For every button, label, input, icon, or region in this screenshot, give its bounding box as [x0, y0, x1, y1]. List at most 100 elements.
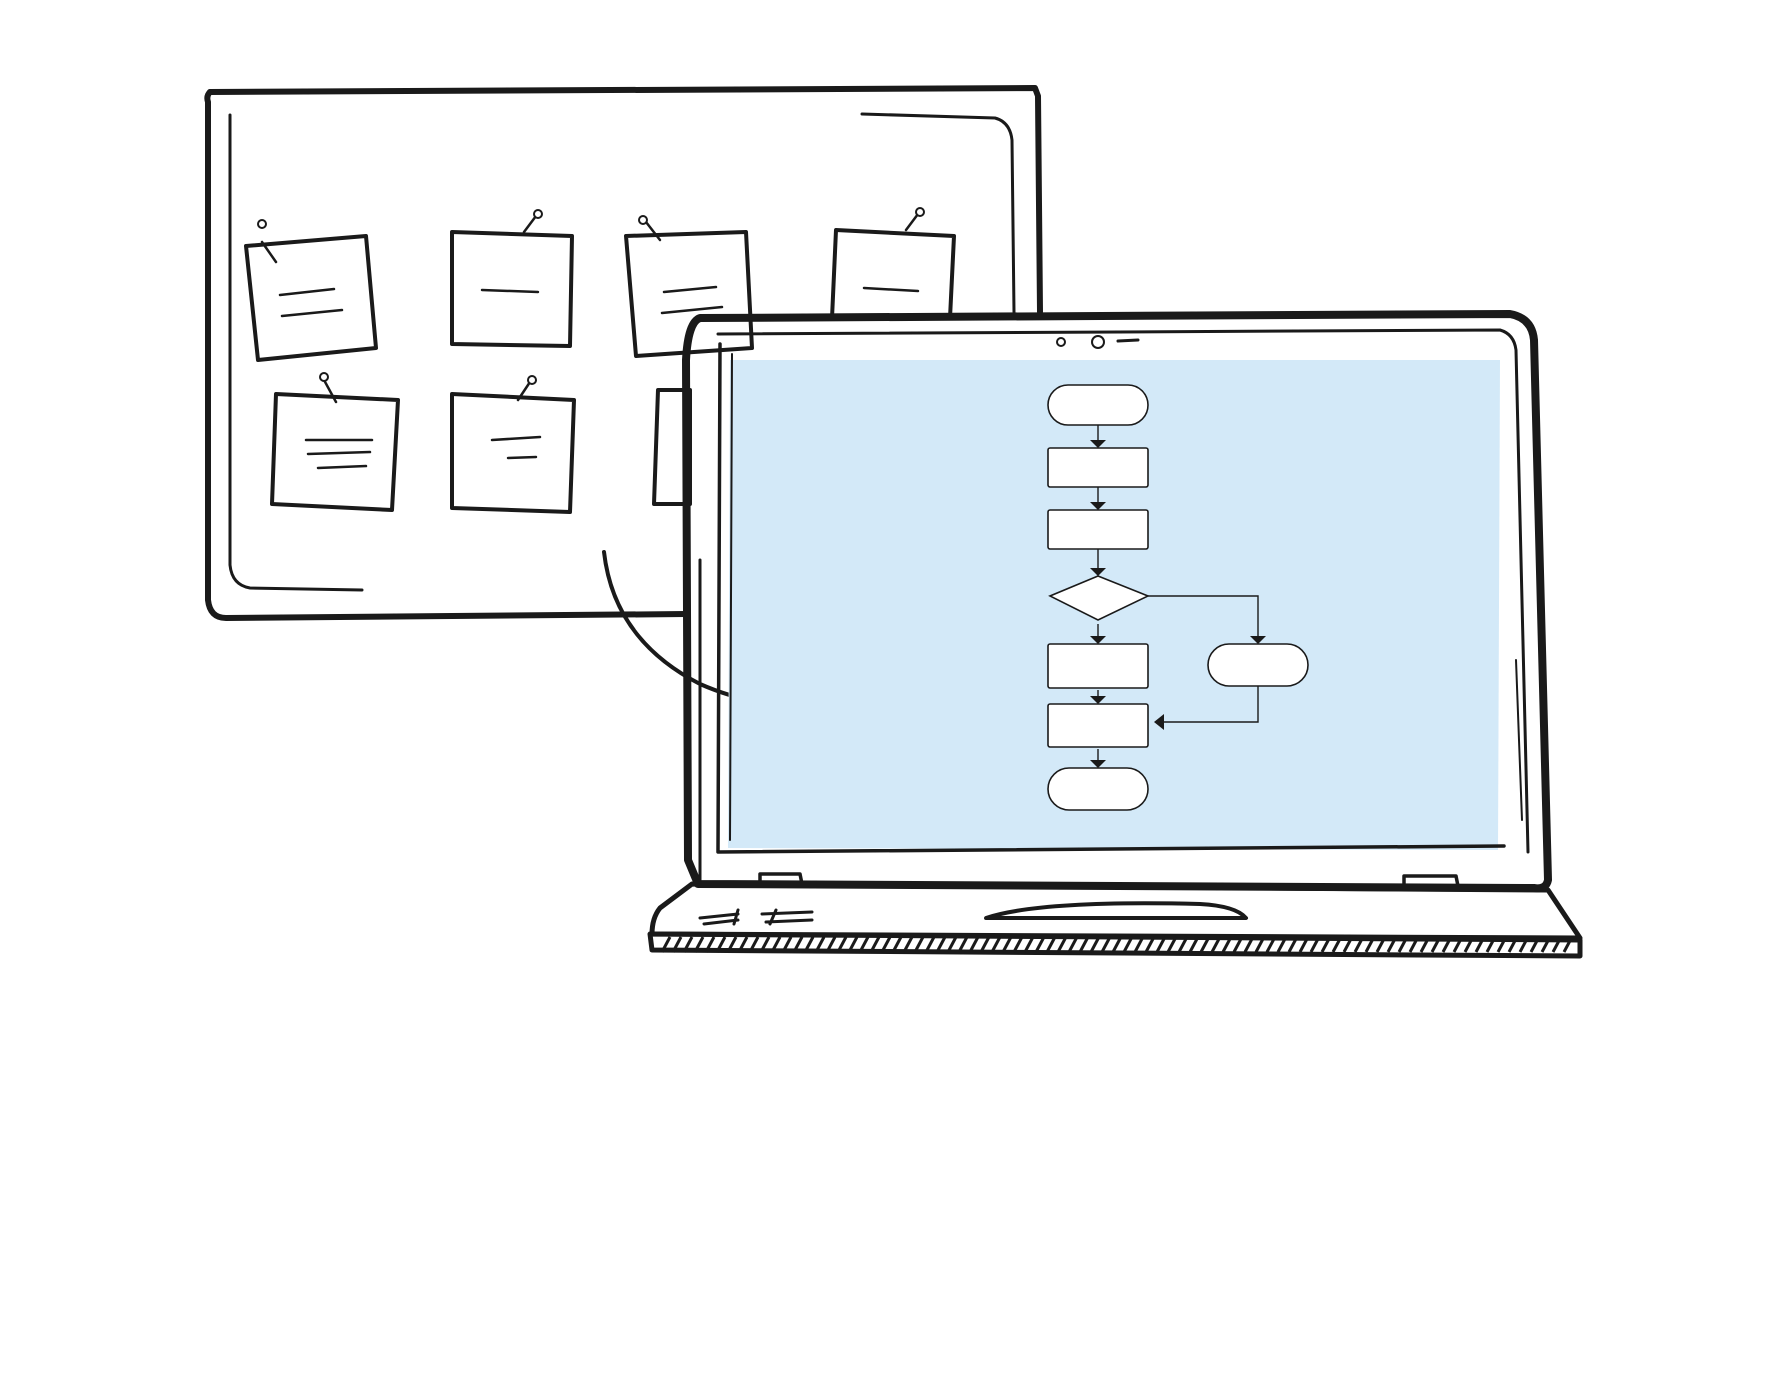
- hatch-stroke: [781, 936, 793, 953]
- hatch-stroke: [1386, 936, 1398, 953]
- hatch-stroke: [1441, 936, 1453, 953]
- hatch-stroke: [1243, 936, 1255, 953]
- hatch-stroke: [1507, 936, 1519, 953]
- hatch-stroke: [671, 936, 683, 953]
- flowchart-decision: [1048, 575, 1150, 621]
- hatch-stroke: [1122, 936, 1134, 953]
- hatch-stroke: [836, 936, 848, 953]
- hatch-stroke: [979, 936, 991, 953]
- hatch-stroke: [1210, 936, 1222, 953]
- hatch-stroke: [957, 936, 969, 953]
- hatch-stroke: [1320, 936, 1332, 953]
- hatch-stroke: [1331, 936, 1343, 953]
- flowchart-end: [1047, 767, 1149, 811]
- hatch-stroke: [1188, 936, 1200, 953]
- sticky-note: [244, 219, 378, 362]
- hatch-stroke: [990, 936, 1002, 953]
- hatch-stroke: [726, 936, 738, 953]
- hatch-stroke: [682, 936, 694, 953]
- hatch-stroke: [1287, 936, 1299, 953]
- hatch-stroke: [825, 936, 837, 953]
- hatch-stroke: [814, 936, 826, 953]
- hatch-stroke: [935, 936, 947, 953]
- hatch-stroke: [748, 936, 760, 953]
- corkboard: [204, 85, 1043, 621]
- hatch-stroke: [715, 936, 727, 953]
- hatch-stroke: [1254, 936, 1266, 953]
- hatch-stroke: [693, 936, 705, 953]
- hatch-stroke: [891, 936, 903, 953]
- hatch-stroke: [1056, 936, 1068, 953]
- hatch-stroke: [1496, 936, 1508, 953]
- hatch-stroke: [737, 936, 749, 953]
- hatch-stroke: [1551, 936, 1563, 953]
- hatch-stroke: [660, 936, 672, 953]
- hatch-stroke: [1540, 936, 1552, 953]
- hatch-stroke: [1177, 936, 1189, 953]
- hatch-stroke: [946, 936, 958, 953]
- sticky-note: [830, 207, 956, 320]
- hatch-stroke: [1430, 936, 1442, 953]
- hatch-stroke: [1111, 936, 1123, 953]
- hatch-stroke: [858, 936, 870, 953]
- sticky-note: [450, 209, 574, 348]
- flowchart-start: [1047, 384, 1149, 426]
- hatch-stroke: [1133, 936, 1145, 953]
- hatch-stroke: [902, 936, 914, 953]
- flowchart: [1047, 384, 1309, 811]
- flowchart-process: [1047, 509, 1149, 550]
- hatch-stroke: [1397, 936, 1409, 953]
- hatch-stroke: [1485, 936, 1497, 953]
- hatch-stroke: [847, 936, 859, 953]
- hatch-stroke: [1353, 936, 1365, 953]
- hatch-stroke: [1100, 936, 1112, 953]
- sticky-note: [624, 215, 754, 358]
- hatch-stroke: [1155, 936, 1167, 953]
- flowchart-process: [1047, 447, 1149, 488]
- hatch-stroke: [1265, 936, 1277, 953]
- keyboard-hinge-hatching: [660, 936, 1574, 953]
- sticky-note: [450, 375, 576, 514]
- hatch-stroke: [1023, 936, 1035, 953]
- flowchart-process: [1047, 703, 1149, 748]
- hatch-stroke: [913, 936, 925, 953]
- hatch-stroke: [803, 936, 815, 953]
- sticky-note: [270, 372, 400, 512]
- hatch-stroke: [792, 936, 804, 953]
- hatch-stroke: [1144, 936, 1156, 953]
- hatch-stroke: [1045, 936, 1057, 953]
- hatch-stroke: [1067, 936, 1079, 953]
- flowchart-process: [1047, 643, 1149, 689]
- webcam: [1056, 337, 1066, 347]
- hatch-stroke: [1518, 936, 1530, 953]
- hatch-stroke: [704, 936, 716, 953]
- hatch-stroke: [759, 936, 771, 953]
- hatch-stroke: [1232, 936, 1244, 953]
- hatch-stroke: [968, 936, 980, 953]
- hatch-stroke: [1034, 936, 1046, 953]
- hatch-stroke: [1298, 936, 1310, 953]
- hatch-stroke: [1375, 936, 1387, 953]
- hatch-stroke: [1562, 936, 1574, 953]
- hatch-stroke: [880, 936, 892, 953]
- hatch-stroke: [1342, 936, 1354, 953]
- hatch-stroke: [1309, 936, 1321, 953]
- hatch-stroke: [1166, 936, 1178, 953]
- hatch-stroke: [1199, 936, 1211, 953]
- hatch-stroke: [1001, 936, 1013, 953]
- hatch-stroke: [1408, 936, 1420, 953]
- hatch-stroke: [1463, 936, 1475, 953]
- hatch-stroke: [924, 936, 936, 953]
- hatch-stroke: [1078, 936, 1090, 953]
- hatch-stroke: [1089, 936, 1101, 953]
- flowchart-branch-terminator: [1207, 643, 1309, 687]
- hatch-stroke: [1419, 936, 1431, 953]
- hatch-stroke: [1452, 936, 1464, 953]
- hatch-stroke: [1276, 936, 1288, 953]
- hatch-stroke: [1221, 936, 1233, 953]
- hatch-stroke: [1529, 936, 1541, 953]
- hatch-stroke: [1012, 936, 1024, 953]
- hatch-stroke: [869, 936, 881, 953]
- hatch-stroke: [770, 936, 782, 953]
